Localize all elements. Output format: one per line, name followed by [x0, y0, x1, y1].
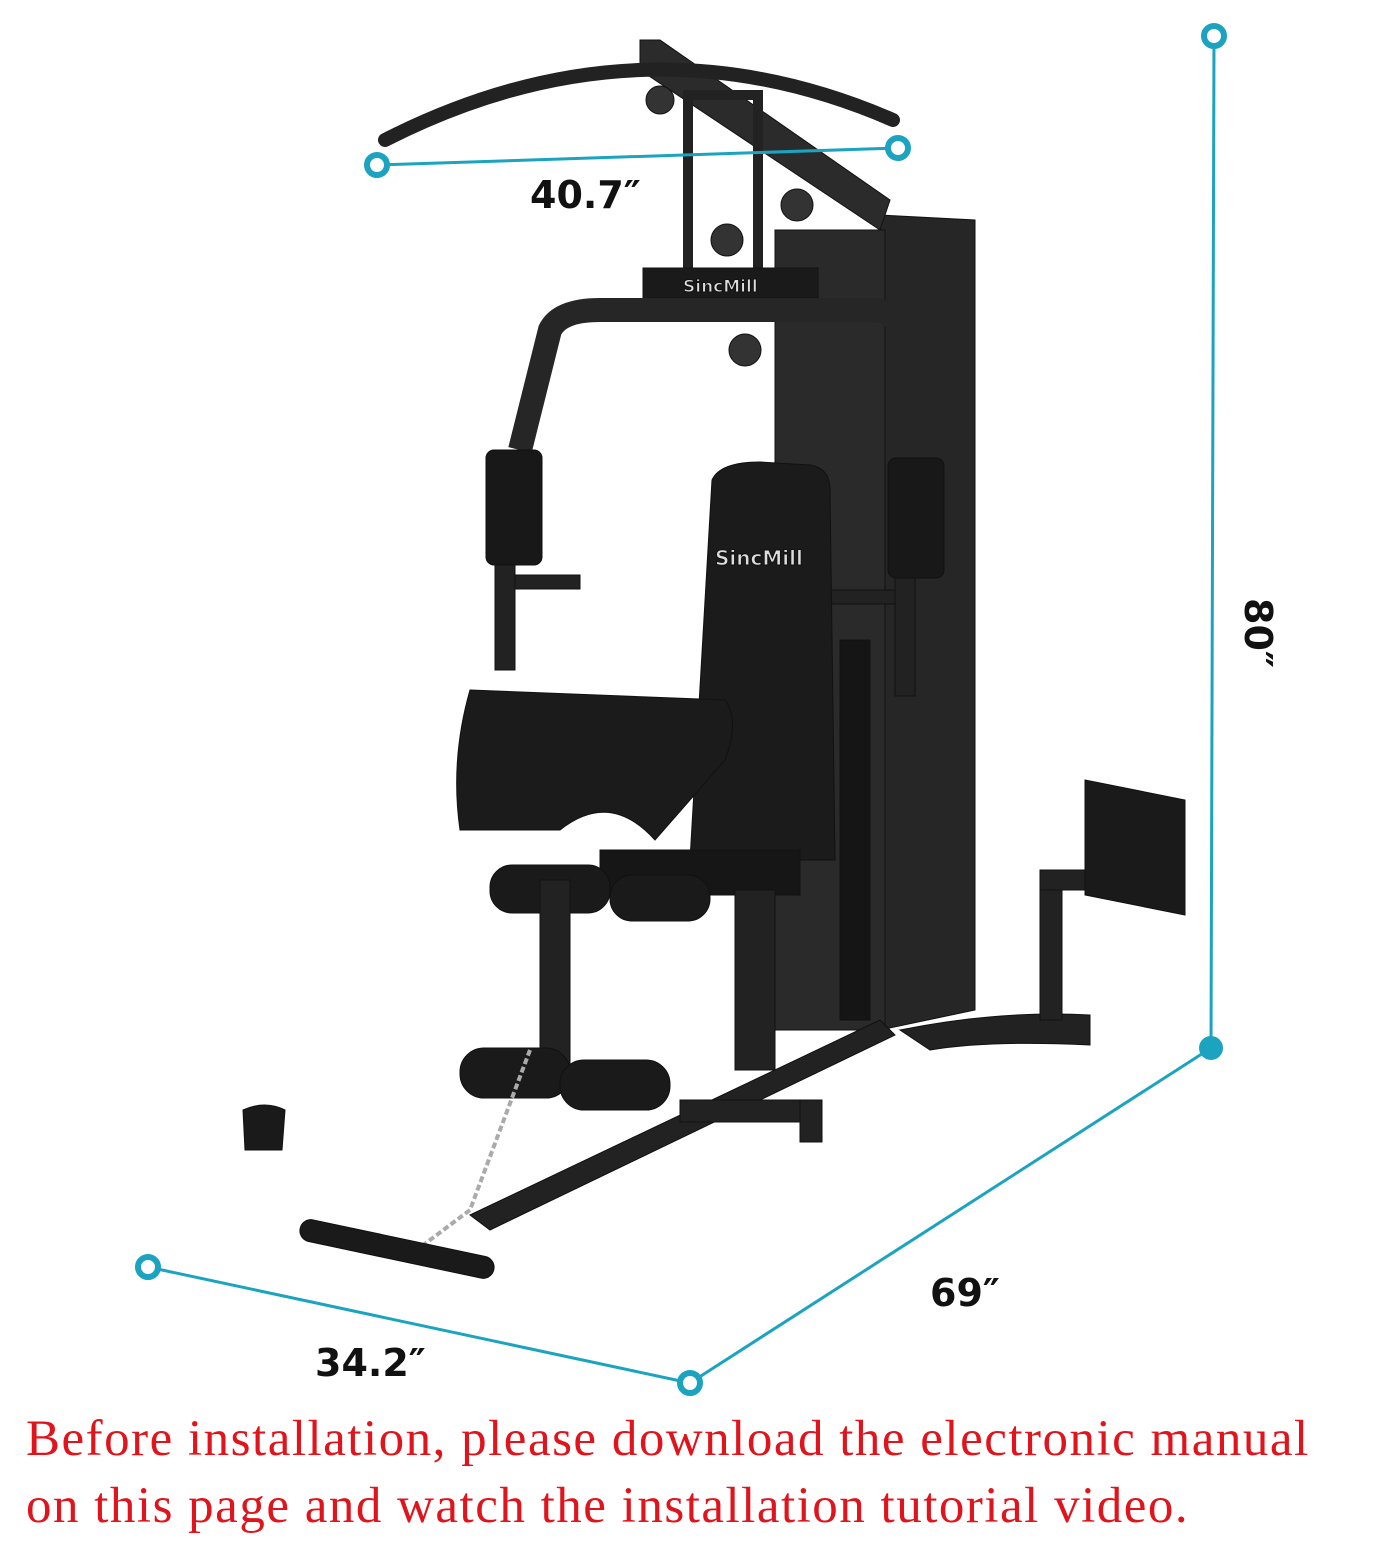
notice-line-2: on this page and watch the installation … [26, 1478, 1190, 1534]
length-label: 69″ [930, 1271, 1000, 1315]
dimension-endpoint-icon [135, 1254, 161, 1280]
notice-line-1: Before installation, please download the… [26, 1411, 1310, 1467]
bar-width-line [376, 146, 899, 167]
height-line [1209, 35, 1216, 1049]
dimension-endpoint-icon [364, 152, 390, 178]
dimension-endpoint-icon [677, 1370, 703, 1396]
width-line [147, 1265, 691, 1385]
height-label: 80″ [1236, 598, 1280, 668]
logo-plate-text: SincMill [683, 277, 758, 297]
backrest-logo-text: SincMill [715, 546, 803, 570]
length-line [689, 1046, 1212, 1385]
dimension-endpoint-icon [1199, 1036, 1223, 1060]
dimension-endpoint-icon [885, 135, 911, 161]
home-gym-machine: SincMill SincMill [242, 39, 1186, 1279]
width-label: 34.2″ [315, 1341, 426, 1385]
dimension-endpoint-icon [1201, 23, 1227, 49]
bar-width-label: 40.7″ [530, 173, 641, 217]
dimension-lines [135, 23, 1227, 1396]
